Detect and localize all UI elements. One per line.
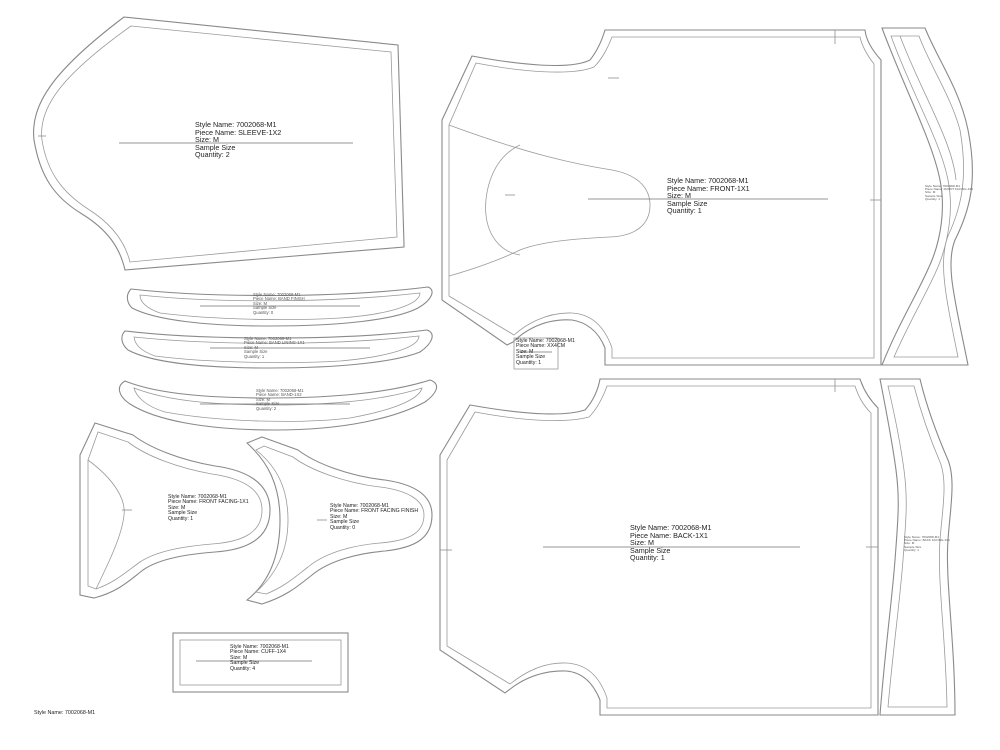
sleeve-piece bbox=[33, 16, 405, 271]
placket-piece bbox=[513, 337, 559, 370]
back-size: Size: M bbox=[630, 538, 654, 548]
band-finish-size: Size: M bbox=[253, 300, 267, 306]
back-facing-side-quantity: Quantity: 1 bbox=[904, 547, 919, 552]
cuff-quantity: Quantity: 4 bbox=[230, 665, 256, 672]
front-facing-side-piece-label: Style Name: 7002068-M1 Piece Name: FRONT… bbox=[925, 184, 974, 201]
back-piece bbox=[439, 378, 879, 716]
front-facing-finish-piece-name: Piece Name: FRONT FACING FINISH bbox=[330, 508, 419, 515]
sleeve-piece-name: Piece Name: SLEEVE-1X2 bbox=[195, 127, 282, 137]
placket-sample-size: Sample Size bbox=[516, 354, 546, 361]
back-sample-size: Sample Size bbox=[630, 545, 671, 555]
band-lining-piece-label: Style Name: 7002068-M1 Piece Name: BAND … bbox=[244, 336, 305, 359]
cuff-sample-size: Sample Size bbox=[230, 660, 260, 667]
band-sample-size: Sample Size bbox=[256, 401, 280, 407]
band-finish-piece-label: Style Name: 7002068-M1 Piece Name: BAND … bbox=[253, 292, 305, 315]
front-facing-finish-quantity: Quantity: 0 bbox=[330, 524, 356, 531]
front-piece bbox=[441, 29, 882, 366]
back-facing-side-piece bbox=[879, 378, 956, 716]
front-facing-quantity: Quantity: 1 bbox=[168, 515, 194, 522]
band-style-name: Style Name: 7002068-M1 bbox=[256, 388, 304, 393]
back-piece-name: Piece Name: BACK-1X1 bbox=[630, 530, 708, 540]
cuff-style-name: Style Name: 7002068-M1 bbox=[230, 644, 289, 650]
front-sample-size: Sample Size bbox=[667, 198, 708, 208]
back-facing-side-piece-name: Piece Name: BACK FACING-1X1 bbox=[904, 538, 950, 543]
front-facing-finish-style-name: Style Name: 7002068-M1 bbox=[330, 503, 389, 509]
front-facing-side-piece bbox=[881, 27, 973, 366]
cuff-piece-label: Style Name: 7002068-M1 Piece Name: CUFF-… bbox=[230, 644, 289, 672]
front-facing-piece-name: Piece Name: FRONT FACING-1X1 bbox=[168, 499, 249, 506]
sleeve-quantity: Quantity: 2 bbox=[195, 150, 230, 160]
sleeve-piece-label: Style Name: 7002068-M1 Piece Name: SLEEV… bbox=[195, 121, 281, 159]
band-lining-piece bbox=[121, 329, 433, 369]
band-lining-quantity: Quantity: 1 bbox=[244, 353, 265, 359]
band-finish-quantity: Quantity: 0 bbox=[253, 309, 274, 315]
placket-piece-label: Style Name: 7002068-M1 Piece Name: XX4CM… bbox=[516, 338, 575, 366]
front-facing-sample-size: Sample Size bbox=[168, 510, 198, 517]
band-piece bbox=[118, 379, 438, 431]
front-size: Size: M bbox=[667, 191, 691, 201]
back-style-name: Style Name: 7002068-M1 bbox=[630, 523, 712, 532]
band-finish-sample-size: Sample Size bbox=[253, 305, 277, 311]
front-facing-finish-piece-label: Style Name: 7002068-M1 Piece Name: FRONT… bbox=[330, 503, 419, 531]
band-lining-piece-name: Piece Name: BAND LINING-1X1 bbox=[244, 340, 305, 346]
front-facing-side-size: Size: M bbox=[925, 190, 936, 195]
front-quantity: Quantity: 1 bbox=[667, 206, 702, 216]
front-facing-finish-piece bbox=[245, 436, 433, 605]
band-quantity: Quantity: 2 bbox=[256, 405, 277, 411]
placket-quantity: Quantity: 1 bbox=[516, 359, 542, 366]
back-facing-side-size: Size: M bbox=[904, 541, 915, 546]
band-piece-name: Piece Name: BAND-1X2 bbox=[256, 392, 302, 398]
band-finish-piece-name: Piece Name: BAND FINISH bbox=[253, 296, 305, 302]
cuff-piece-name: Piece Name: CUFF-1X4 bbox=[230, 649, 286, 656]
back-piece-label: Style Name: 7002068-M1 Piece Name: BACK-… bbox=[630, 524, 712, 562]
band-size: Size: M bbox=[256, 396, 270, 402]
placket-piece-name: Piece Name: XX4CM bbox=[516, 343, 566, 350]
marker-footer-style-name: Style Name: 7002068-M1 bbox=[34, 710, 96, 716]
band-finish-style-name: Style Name: 7002068-M1 bbox=[253, 292, 301, 297]
band-lining-style-name: Style Name: 7002068-M1 bbox=[244, 336, 292, 341]
back-facing-side-piece-label: Style Name: 7002068-M1 Piece Name: BACK … bbox=[904, 535, 950, 552]
front-facing-side-sample-size: Sample Size bbox=[925, 193, 943, 198]
sleeve-sample-size: Sample Size bbox=[195, 142, 236, 152]
front-facing-side-piece-name: Piece Name: FRONT FACING-1X2 bbox=[925, 187, 974, 192]
band-lining-size: Size: M bbox=[244, 344, 258, 350]
front-facing-finish-sample-size: Sample Size bbox=[330, 519, 360, 526]
front-facing-size: Size: M bbox=[168, 504, 186, 511]
front-piece-name: Piece Name: FRONT-1X1 bbox=[667, 183, 750, 193]
front-style-name: Style Name: 7002068-M1 bbox=[667, 176, 749, 185]
front-facing-style-name: Style Name: 7002068-M1 bbox=[168, 494, 227, 500]
band-finish-piece bbox=[126, 286, 433, 327]
front-facing-side-quantity: Quantity: 1 bbox=[925, 196, 940, 201]
cuff-size: Size: M bbox=[230, 654, 248, 661]
placket-style-name: Style Name: 7002068-M1 bbox=[516, 338, 575, 344]
sleeve-style-name: Style Name: 7002068-M1 bbox=[195, 120, 277, 129]
front-piece-label: Style Name: 7002068-M1 Piece Name: FRONT… bbox=[667, 177, 750, 215]
front-facing-piece-label: Style Name: 7002068-M1 Piece Name: FRONT… bbox=[168, 494, 249, 522]
back-quantity: Quantity: 1 bbox=[630, 553, 665, 563]
front-facing-finish-size: Size: M bbox=[330, 513, 348, 520]
back-facing-side-style-name: Style Name: 7002068-M1 bbox=[904, 535, 940, 539]
cuff-piece bbox=[172, 632, 349, 693]
front-facing-piece bbox=[79, 422, 271, 599]
band-lining-sample-size: Sample Size bbox=[244, 349, 268, 355]
placket-size: Size: M bbox=[516, 348, 534, 355]
sleeve-size: Size: M bbox=[195, 135, 219, 145]
band-piece-label: Style Name: 7002068-M1 Piece Name: BAND-… bbox=[256, 388, 304, 411]
back-facing-side-sample-size: Sample Size bbox=[904, 544, 922, 549]
front-facing-side-style-name: Style Name: 7002068-M1 bbox=[925, 184, 961, 188]
